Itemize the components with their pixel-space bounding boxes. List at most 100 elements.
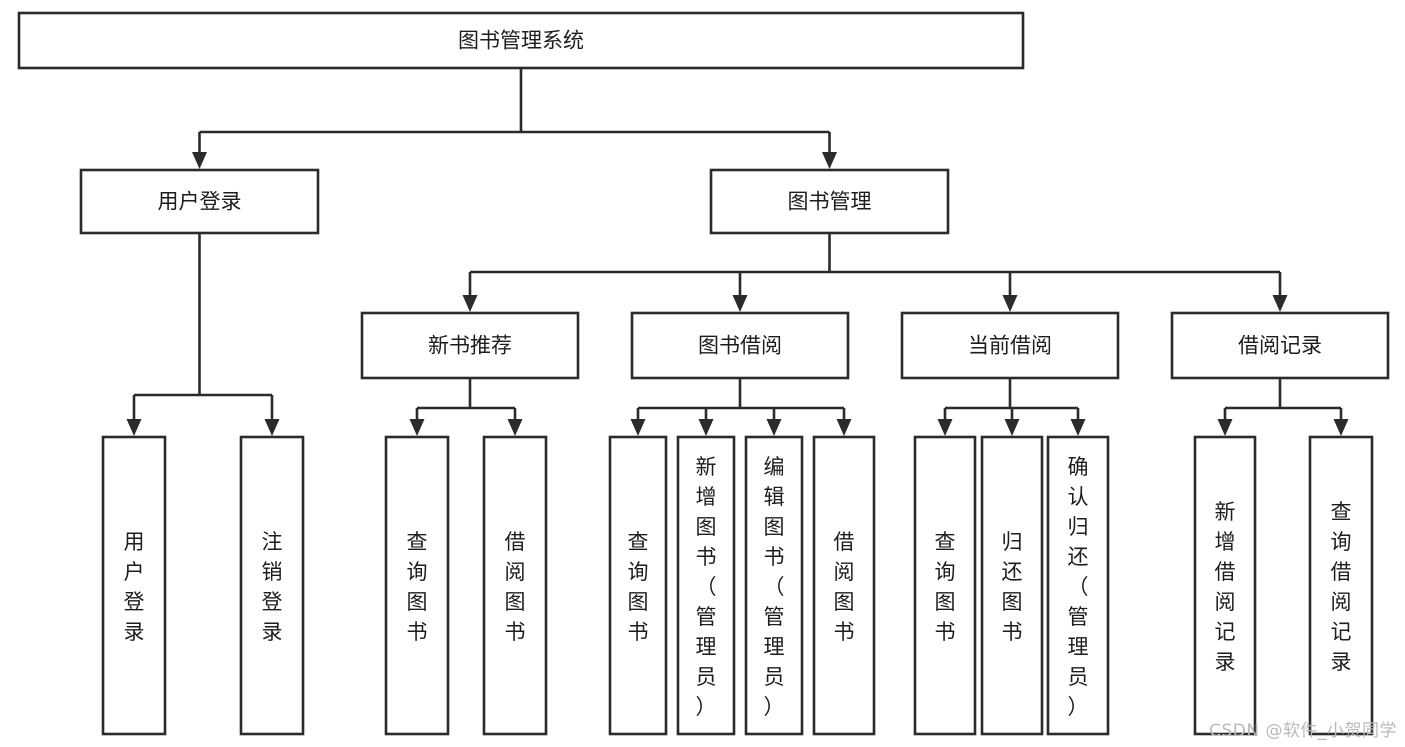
- svg-text:查: 查: [407, 530, 428, 554]
- svg-text:查: 查: [628, 530, 649, 554]
- svg-text:管: 管: [764, 605, 785, 629]
- arrow-head: [1004, 419, 1020, 436]
- arrow-head: [822, 152, 837, 169]
- svg-text:归: 归: [1068, 515, 1089, 539]
- svg-text:书: 书: [764, 545, 785, 569]
- svg-text:理: 理: [696, 635, 717, 659]
- node-label: 图书借阅: [698, 334, 782, 358]
- svg-text:登: 登: [262, 590, 283, 614]
- node-box: [608, 435, 668, 736]
- svg-text:员: 员: [696, 665, 717, 689]
- svg-text:询: 询: [628, 560, 649, 584]
- node-box: [630, 311, 850, 380]
- svg-text:（: （: [764, 575, 785, 599]
- node-label: 新书推荐: [428, 334, 512, 358]
- svg-text:注: 注: [262, 530, 283, 554]
- svg-text:录: 录: [1331, 650, 1352, 674]
- node-box: [980, 435, 1044, 736]
- arrow-head: [1070, 419, 1086, 436]
- svg-text:还: 还: [1002, 560, 1023, 584]
- svg-text:阅: 阅: [1331, 590, 1352, 614]
- svg-text:）: ）: [1068, 695, 1089, 719]
- svg-text:增: 增: [696, 485, 717, 509]
- svg-text:书: 书: [628, 620, 649, 644]
- svg-text:书: 书: [407, 620, 428, 644]
- svg-text:辑: 辑: [764, 485, 785, 509]
- node-root-图书管理系统[interactable]: 图书管理系统: [17, 11, 1025, 70]
- svg-text:询: 询: [407, 560, 428, 584]
- svg-text:询: 询: [935, 560, 956, 584]
- arrow-head: [264, 419, 280, 436]
- node-level2-图书管理[interactable]: 图书管理: [709, 168, 950, 235]
- svg-text:还: 还: [1068, 545, 1089, 569]
- svg-text:）: ）: [696, 695, 717, 719]
- svg-text:认: 认: [1068, 485, 1089, 509]
- node-box: [384, 435, 450, 736]
- arrow-head: [836, 419, 852, 436]
- svg-text:理: 理: [764, 635, 785, 659]
- svg-text:记: 记: [1215, 620, 1236, 644]
- arrow-head: [732, 295, 748, 312]
- svg-text:归: 归: [1002, 530, 1023, 554]
- node-level3-借阅记录[interactable]: 借阅记录: [1170, 311, 1390, 380]
- svg-text:员: 员: [1068, 665, 1089, 689]
- node-leaf-0[interactable]: 用户登录: [101, 435, 167, 736]
- svg-text:图: 图: [407, 590, 428, 614]
- arrow-head: [698, 419, 714, 436]
- svg-text:户: 户: [124, 560, 145, 584]
- node-box: [913, 435, 977, 736]
- svg-text:录: 录: [124, 620, 145, 644]
- svg-text:（: （: [1068, 575, 1089, 599]
- svg-text:书: 书: [935, 620, 956, 644]
- node-box: [360, 311, 580, 380]
- arrow-head: [1002, 295, 1018, 312]
- svg-text:借: 借: [1331, 560, 1352, 584]
- svg-text:图: 图: [834, 590, 855, 614]
- svg-text:借: 借: [1215, 560, 1236, 584]
- node-level3-当前借阅[interactable]: 当前借阅: [900, 311, 1120, 380]
- arrow-head: [630, 419, 646, 436]
- svg-text:查: 查: [1331, 500, 1352, 524]
- svg-text:图: 图: [1002, 590, 1023, 614]
- svg-text:借: 借: [834, 530, 855, 554]
- node-level3-图书借阅[interactable]: 图书借阅: [630, 311, 850, 380]
- svg-text:图: 图: [628, 590, 649, 614]
- node-box: [676, 435, 736, 736]
- svg-text:书: 书: [834, 620, 855, 644]
- arrow-head: [507, 419, 523, 436]
- svg-text:图: 图: [935, 590, 956, 614]
- node-box: [482, 435, 548, 736]
- node-box: [17, 11, 1025, 70]
- svg-text:理: 理: [1068, 635, 1089, 659]
- arrow-head: [1333, 419, 1349, 436]
- arrow-head: [1217, 419, 1233, 436]
- svg-text:阅: 阅: [834, 560, 855, 584]
- node-level3-新书推荐[interactable]: 新书推荐: [360, 311, 580, 380]
- node-level2-用户登录[interactable]: 用户登录: [79, 168, 320, 235]
- svg-text:）: ）: [764, 695, 785, 719]
- connector-layer: [126, 68, 1349, 436]
- arrow-head: [192, 152, 207, 169]
- arrow-head: [462, 295, 478, 312]
